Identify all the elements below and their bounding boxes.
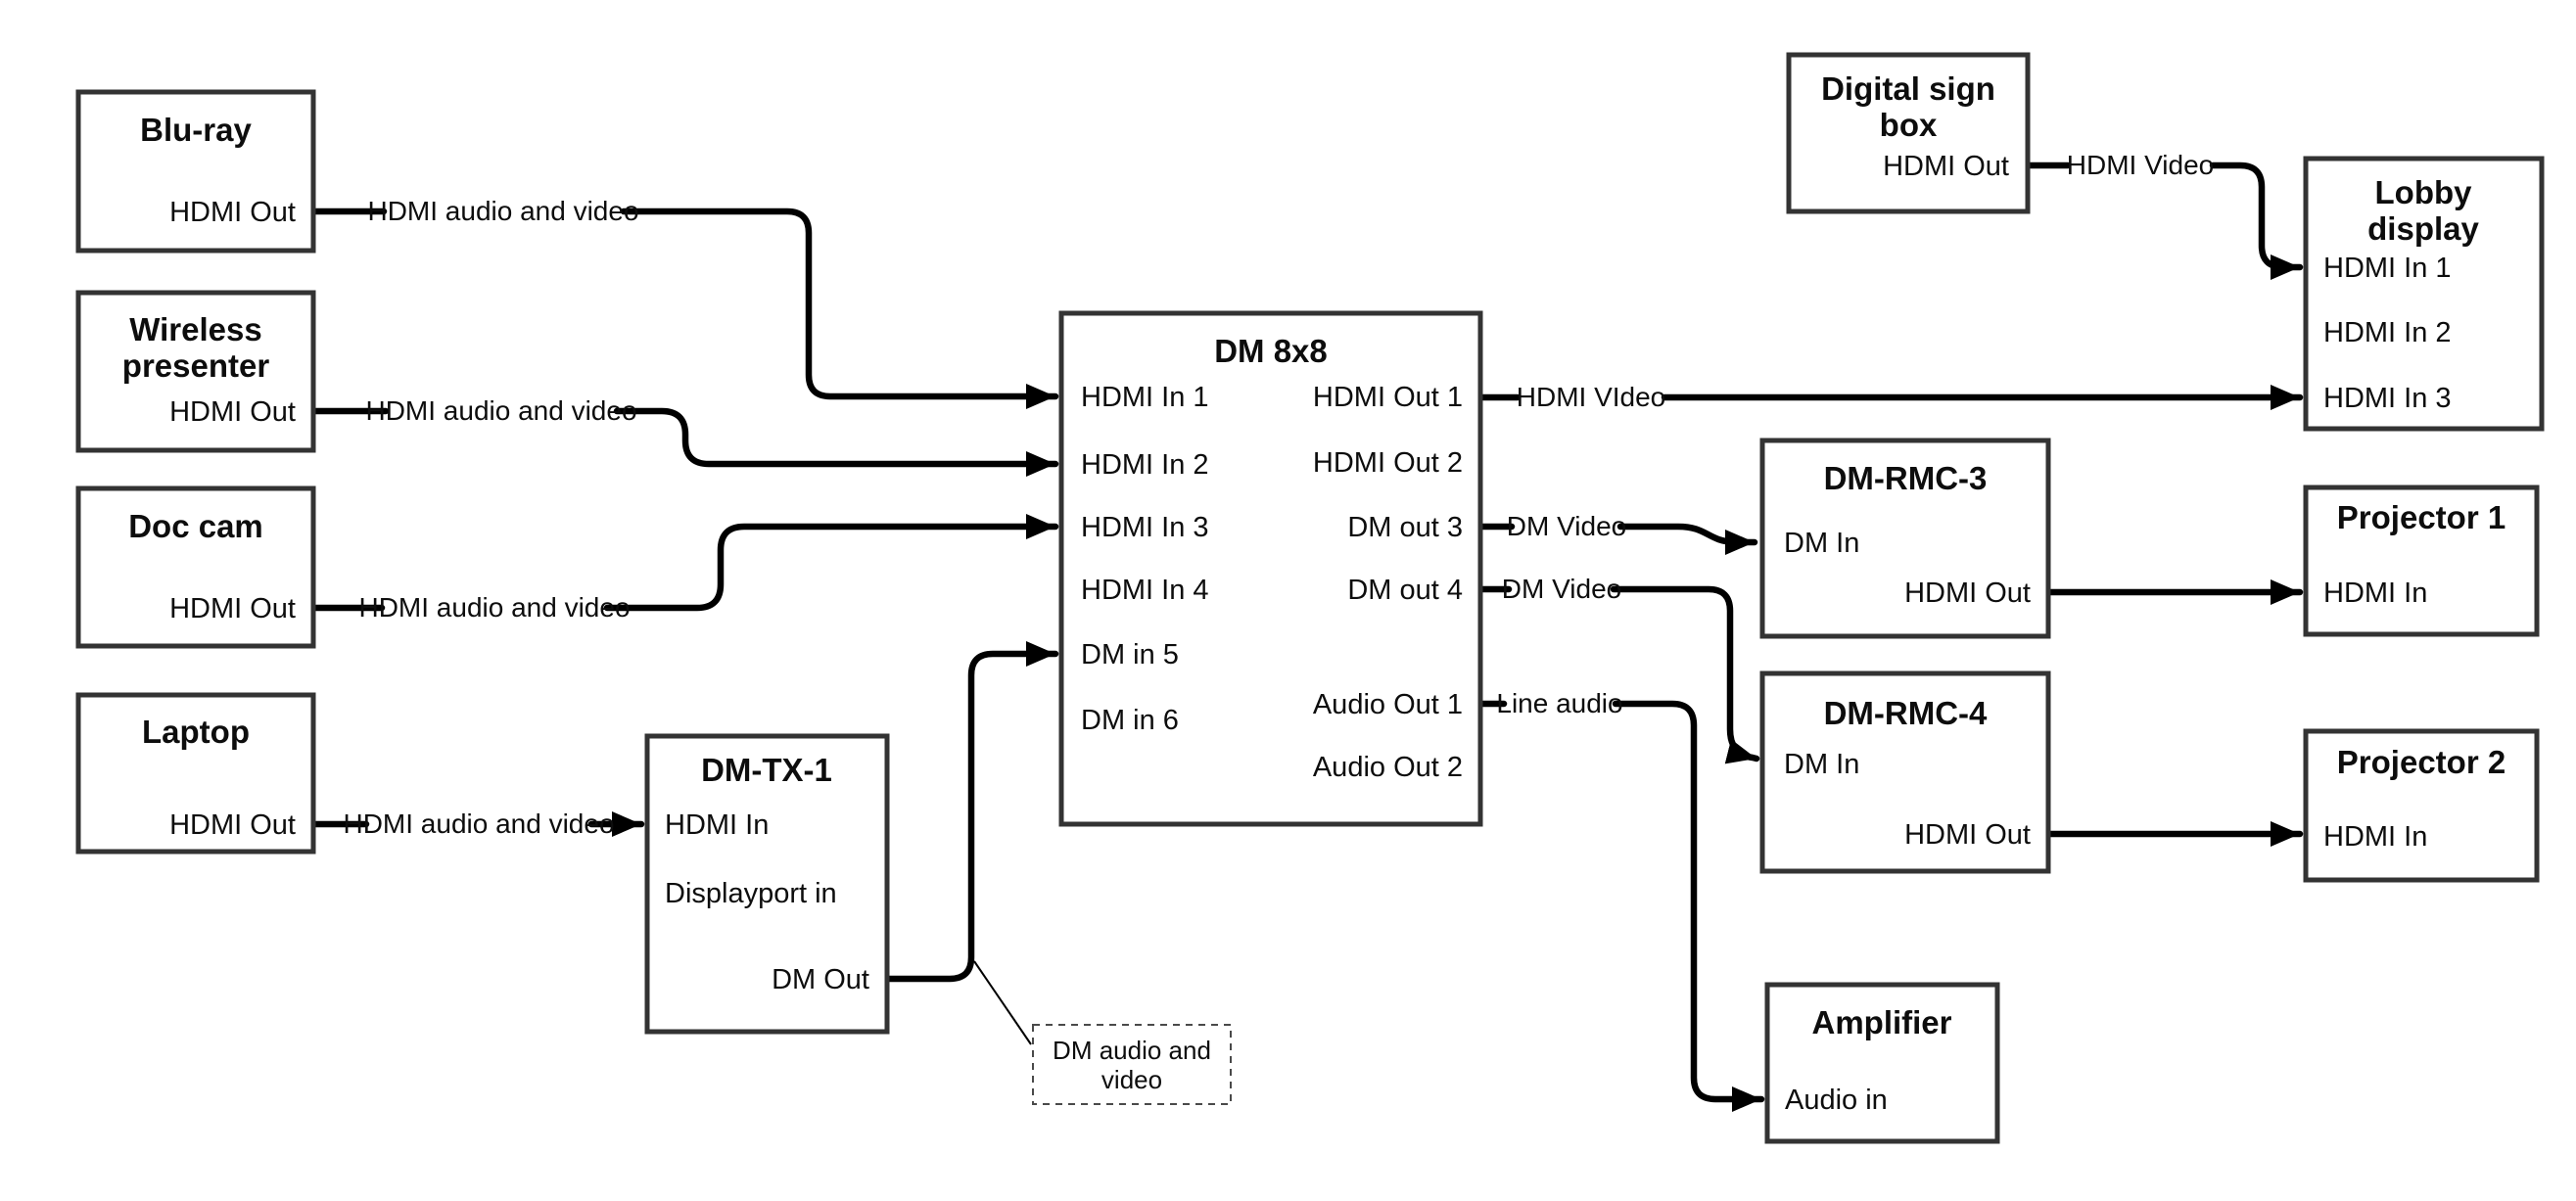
node-dmtx1-title: DM-TX-1 (701, 752, 832, 788)
node-amplifier-title: Amplifier (1811, 1004, 1951, 1040)
node-rmc3-box (1759, 438, 2051, 639)
node-amplifier-box (1764, 982, 2000, 1144)
node-dmtx1-port-displayport-in: Displayport in (665, 878, 837, 909)
wire-dmtx1-to-dm8x8 (883, 641, 1059, 983)
node-bluray: Blu-ray HDMI Out (75, 89, 316, 254)
node-dm8x8-port-hdmi-out-1: HDMI Out 1 (1313, 382, 1463, 413)
node-dm8x8-port-dm-in-6: DM in 6 (1081, 705, 1179, 736)
node-proj1-port-hdmi-in: HDMI In (2323, 577, 2427, 609)
wire-label-doccam: HDMI audio and video (358, 592, 630, 623)
node-proj1-title: Projector 1 (2337, 499, 2506, 535)
node-laptop-port-hdmi-out: HDMI Out (169, 809, 296, 841)
node-dm8x8-port-audio-out-2: Audio Out 2 (1313, 752, 1463, 783)
node-lobby-port-hdmi-in-1: HDMI In 1 (2323, 253, 2452, 284)
node-dm8x8-port-hdmi-in-3: HDMI In 3 (1081, 512, 1209, 543)
connectors: HDMI audio and video HDMI audio and vide… (309, 150, 2304, 1112)
wire-digitalsign-to-lobby (2209, 162, 2304, 280)
node-dmtx1-port-dm-out: DM Out (772, 964, 869, 995)
wire-label-dm-video-3: DM Video (1507, 511, 1626, 541)
node-bluray-title: Blu-ray (140, 112, 252, 148)
node-rmc3-port-dm-in: DM In (1784, 528, 1859, 559)
note-dm-audio-and-video: DM audio and video (1032, 1024, 1232, 1105)
note-text-line1: DM audio and (1053, 1036, 1211, 1065)
node-rmc4-title: DM-RMC-4 (1824, 695, 1988, 731)
node-laptop-title: Laptop (142, 714, 250, 750)
node-lobby-box (2303, 156, 2545, 432)
node-laptop-box (75, 692, 316, 855)
node-projector-2: Projector 2 HDMI In (2303, 728, 2540, 883)
node-dm8x8-port-dm-out-4: DM out 4 (1347, 575, 1463, 606)
wire-doccam-to-dm8x8 (603, 514, 1059, 612)
node-proj2-title: Projector 2 (2337, 744, 2506, 780)
node-digital-sign-box: Digital sign box HDMI Out (1786, 52, 2031, 214)
wire-label-laptop: HDMI audio and video (343, 808, 614, 839)
node-lobby-port-hdmi-in-2: HDMI In 2 (2323, 317, 2452, 348)
node-bluray-port-hdmi-out: HDMI Out (169, 197, 296, 228)
node-dm8x8-port-hdmi-in-2: HDMI In 2 (1081, 449, 1209, 481)
node-amplifier-port-audio-in: Audio in (1785, 1085, 1888, 1116)
note-callout-line (973, 960, 1032, 1045)
wire-dm8x8-to-amplifier (1612, 700, 1765, 1112)
node-dmtx1-box (644, 733, 890, 1035)
node-dm8x8-box (1058, 310, 1483, 827)
node-lobby-title-line1: Lobby (2375, 174, 2473, 210)
node-proj2-port-hdmi-in: HDMI In (2323, 821, 2427, 853)
node-digitalsign-title-line1: Digital sign (1821, 70, 1995, 107)
node-proj1-box (2303, 485, 2540, 637)
node-dm8x8-port-dm-out-3: DM out 3 (1347, 512, 1463, 543)
wire-dm8x8-to-rmc3 (1616, 523, 1758, 555)
node-rmc3-port-hdmi-out: HDMI Out (1904, 577, 2031, 609)
node-doccam-title: Doc cam (128, 508, 263, 544)
node-rmc4-port-dm-in: DM In (1784, 749, 1859, 780)
node-dm-8x8: DM 8x8 HDMI In 1 HDMI In 2 HDMI In 3 HDM… (1058, 310, 1483, 827)
node-dm8x8-port-hdmi-in-4: HDMI In 4 (1081, 575, 1209, 606)
node-doc-cam: Doc cam HDMI Out (75, 485, 316, 649)
wire-label-hdmi-video-sign: HDMI Video (2067, 150, 2214, 180)
node-bluray-box (75, 89, 316, 254)
node-rmc3-title: DM-RMC-3 (1824, 460, 1988, 496)
wire-label-line-audio: Line audio (1496, 688, 1622, 718)
node-wireless-box (75, 290, 316, 453)
node-dm-rmc-3: DM-RMC-3 DM In HDMI Out (1759, 438, 2051, 639)
node-rmc4-box (1759, 670, 2051, 874)
node-rmc4-port-hdmi-out: HDMI Out (1904, 819, 2031, 851)
node-wireless-title-line1: Wireless (129, 311, 261, 347)
node-amplifier: Amplifier Audio in (1764, 982, 2000, 1144)
node-proj2-box (2303, 728, 2540, 883)
node-lobby-display: Lobby display HDMI In 1 HDMI In 2 HDMI I… (2303, 156, 2545, 432)
node-dm8x8-port-audio-out-1: Audio Out 1 (1313, 689, 1463, 720)
node-dm-tx-1: DM-TX-1 HDMI In Displayport in DM Out (644, 733, 890, 1035)
node-projector-1: Projector 1 HDMI In (2303, 485, 2540, 637)
node-wireless-port-hdmi-out: HDMI Out (169, 396, 296, 428)
node-lobby-port-hdmi-in-3: HDMI In 3 (2323, 383, 2452, 414)
wire-label-wireless: HDMI audio and video (365, 395, 636, 426)
wire-label-hdmi-video-out1: HDMI VIdeo (1517, 382, 1666, 412)
wire-wireless-to-dm8x8 (613, 407, 1059, 477)
note-text-line2: video (1101, 1065, 1162, 1094)
wire-label-bluray: HDMI audio and video (367, 196, 638, 226)
node-dm8x8-port-hdmi-in-1: HDMI In 1 (1081, 382, 1209, 413)
wire-bluray-to-dm8x8 (620, 208, 1059, 409)
node-dm8x8-port-dm-in-5: DM in 5 (1081, 639, 1179, 670)
wire-label-dm-video-4: DM Video (1502, 574, 1621, 604)
node-digitalsign-box (1786, 52, 2031, 214)
node-digitalsign-port-hdmi-out: HDMI Out (1883, 151, 2009, 182)
node-wireless-title-line2: presenter (122, 347, 270, 384)
node-dm8x8-title: DM 8x8 (1214, 333, 1328, 369)
node-dm8x8-port-hdmi-out-2: HDMI Out 2 (1313, 447, 1463, 479)
wire-dm8x8-to-rmc4 (1610, 585, 1760, 764)
note-box (1032, 1024, 1232, 1105)
node-doccam-box (75, 485, 316, 649)
node-lobby-title-line2: display (2367, 210, 2479, 247)
node-laptop: Laptop HDMI Out (75, 692, 316, 855)
node-doccam-port-hdmi-out: HDMI Out (169, 593, 296, 624)
node-digitalsign-title-line2: box (1880, 107, 1938, 143)
node-dm-rmc-4: DM-RMC-4 DM In HDMI Out (1759, 670, 2051, 874)
node-dmtx1-port-hdmi-in: HDMI In (665, 809, 769, 841)
node-wireless-presenter: Wireless presenter HDMI Out (75, 290, 316, 453)
